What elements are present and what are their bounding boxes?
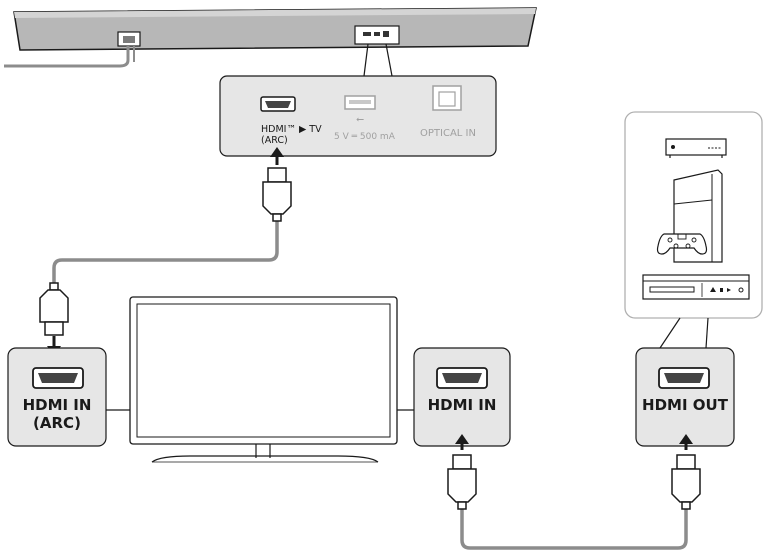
soundbar-icon xyxy=(13,7,537,51)
optical-in-label: OPTICAL IN xyxy=(420,128,476,139)
disc-player-icon xyxy=(642,274,750,300)
tv-hdmi-in-label: HDMI IN xyxy=(428,396,497,414)
hdmi-plug-source-out xyxy=(671,434,701,510)
tv-hdmi-arc-port-panel: HDMI IN (ARC) xyxy=(7,347,107,447)
tv-arc-port-label-sub: (ARC) xyxy=(33,414,81,432)
hdmi-plug-soundbar xyxy=(262,147,292,222)
source-devices-box xyxy=(624,111,763,319)
hdmi-plug-tv-arc xyxy=(39,282,69,356)
game-console-icon xyxy=(656,169,723,263)
source-hdmi-out-port-panel: HDMI OUT xyxy=(635,347,735,447)
set-top-box-icon xyxy=(665,138,727,158)
source-hdmi-out-label: HDMI OUT xyxy=(642,396,729,414)
usb-power-label: 5 V ═ 500 mA xyxy=(334,132,396,142)
hdmi-plug-tv-in xyxy=(447,434,477,510)
hdmi-port-icon xyxy=(260,96,296,112)
tv-arc-port-label: HDMI IN xyxy=(23,396,92,414)
svg-text:⭠: ⭠ xyxy=(356,114,364,125)
usb-port-icon: ⭠ xyxy=(344,95,376,125)
hdmi-arc-label: HDMI™ ▶ TV xyxy=(261,124,322,135)
hdmi-port-icon xyxy=(32,367,84,389)
hdmi-arc-label-sub: (ARC) xyxy=(261,135,288,146)
hdmi-cable-tv-source xyxy=(460,508,688,550)
hdmi-cable-soundbar-tv xyxy=(52,220,279,292)
soundbar-port-panel: ⭠ HDMI™ ▶ TV (ARC) 5 V ═ 500 mA OPTICAL … xyxy=(219,75,497,157)
tv-hdmi-in-port-panel: HDMI IN xyxy=(413,347,511,447)
tv-icon xyxy=(129,296,398,463)
optical-port-icon xyxy=(432,85,462,111)
power-cord xyxy=(4,46,130,68)
hdmi-port-icon xyxy=(658,367,710,389)
hdmi-port-icon xyxy=(436,367,488,389)
